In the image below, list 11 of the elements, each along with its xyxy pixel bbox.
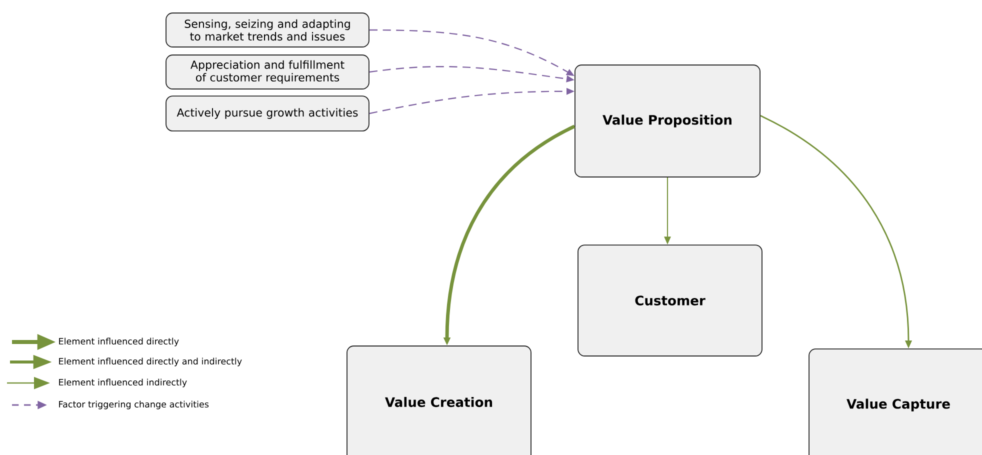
legend-label: Element influenced directly and indirectly: [59, 358, 242, 366]
element-box: Value Capture: [808, 348, 982, 455]
element-box: Value Proposition: [574, 64, 760, 178]
factor-box: Sensing, seizing and adapting to market trends and issues: [166, 12, 370, 48]
factor-box: Appreciation and fulfillment of customer requirements: [166, 54, 370, 90]
element-box: Value Creation: [346, 346, 532, 455]
legend-label: Factor triggering change activities: [59, 400, 209, 410]
legend-label: Element influenced indirectly: [59, 378, 187, 388]
factor-box: Actively pursue growth activities: [166, 96, 370, 132]
element-box: Customer: [578, 244, 762, 356]
legend-label: Element influenced directly: [59, 338, 179, 346]
